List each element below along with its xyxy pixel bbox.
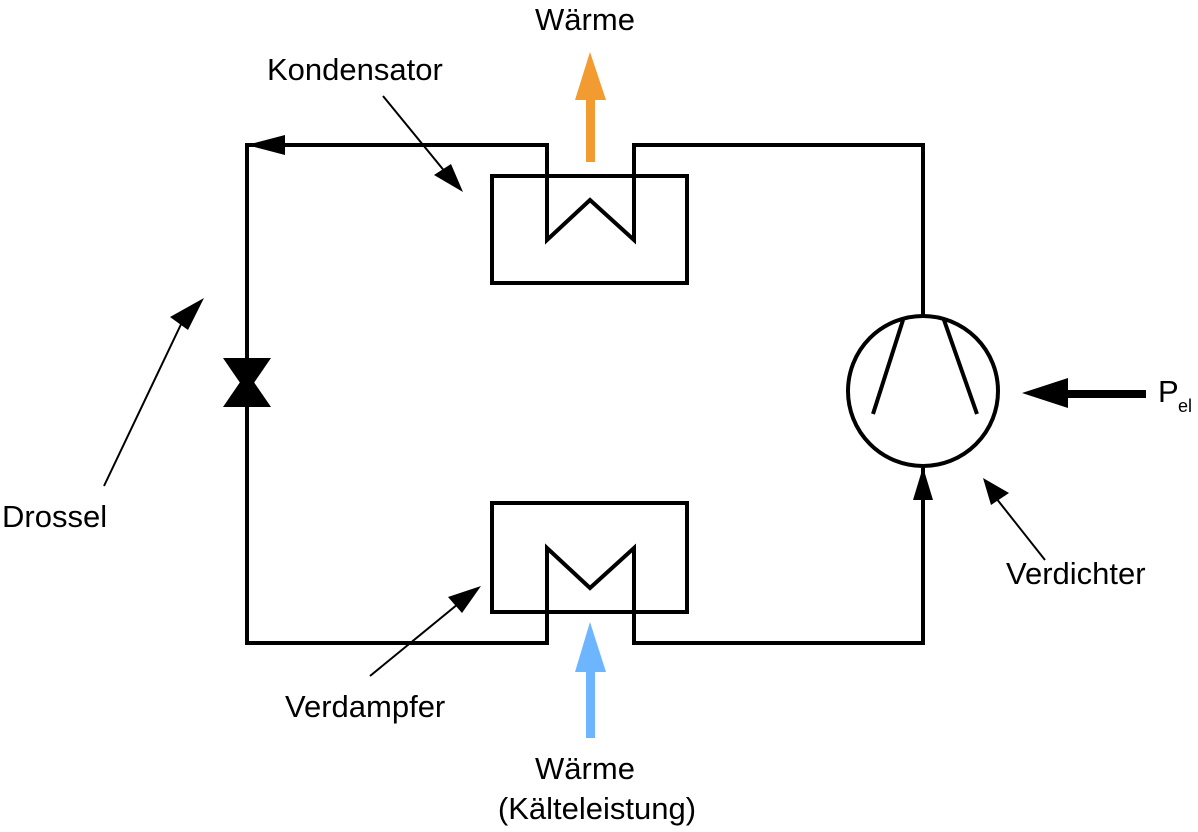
evaporator-heat-exchanger-icon [490,501,689,614]
heat-out-label: Wärme [535,2,635,37]
heat-in-arrow-icon [575,622,606,738]
pipe-left-top [245,143,549,645]
pipe-right-top [632,143,925,316]
compressor-icon [846,314,1000,468]
flow-arrow-compressor-inlet [913,467,933,500]
pipe-right-bottom [632,467,925,645]
throttle-leader-line [103,298,204,487]
condenser-leader-line [382,95,463,192]
compressor-leader-line [983,478,1046,561]
flow-arrow-top [247,135,285,155]
evaporator-label: Verdampfer [285,689,445,724]
power-input-arrow-icon [1022,378,1146,408]
power-symbol-label: P [1158,374,1179,409]
condenser-heat-exchanger-icon [490,174,689,285]
heat-in-note-label: (Kälteleistung) [498,791,696,826]
throttle-label: Drossel [2,499,107,534]
compressor-label: Verdichter [1006,556,1146,591]
throttle-expansion-valve-icon [223,358,271,407]
power-subscript-label: el [1178,396,1192,416]
heat-out-arrow-icon [575,52,606,162]
heat-in-label: Wärme [535,751,635,786]
evaporator-leader-line [369,586,481,677]
condenser-label: Kondensator [267,52,443,87]
